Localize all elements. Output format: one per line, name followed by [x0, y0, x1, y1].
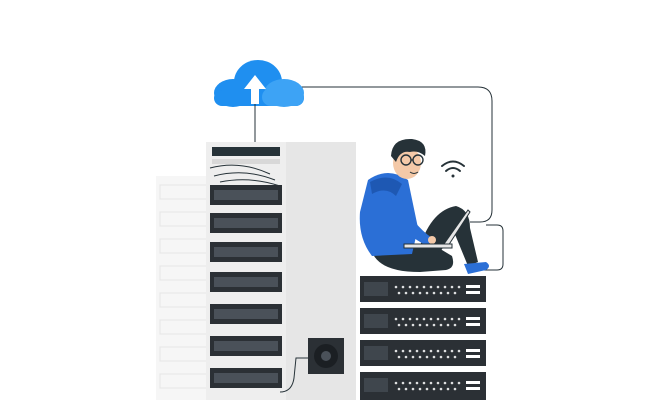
background-rack [156, 176, 212, 400]
connection-line [300, 86, 493, 223]
wifi-icon [441, 160, 465, 178]
server-drawers [210, 185, 282, 388]
main-rack [206, 142, 356, 400]
server-stack [360, 276, 486, 400]
connection-line-2 [483, 224, 504, 271]
person [359, 138, 489, 274]
cloud-upload-icon [214, 60, 304, 107]
fan-icon [308, 338, 344, 374]
laptop-icon [403, 209, 471, 249]
